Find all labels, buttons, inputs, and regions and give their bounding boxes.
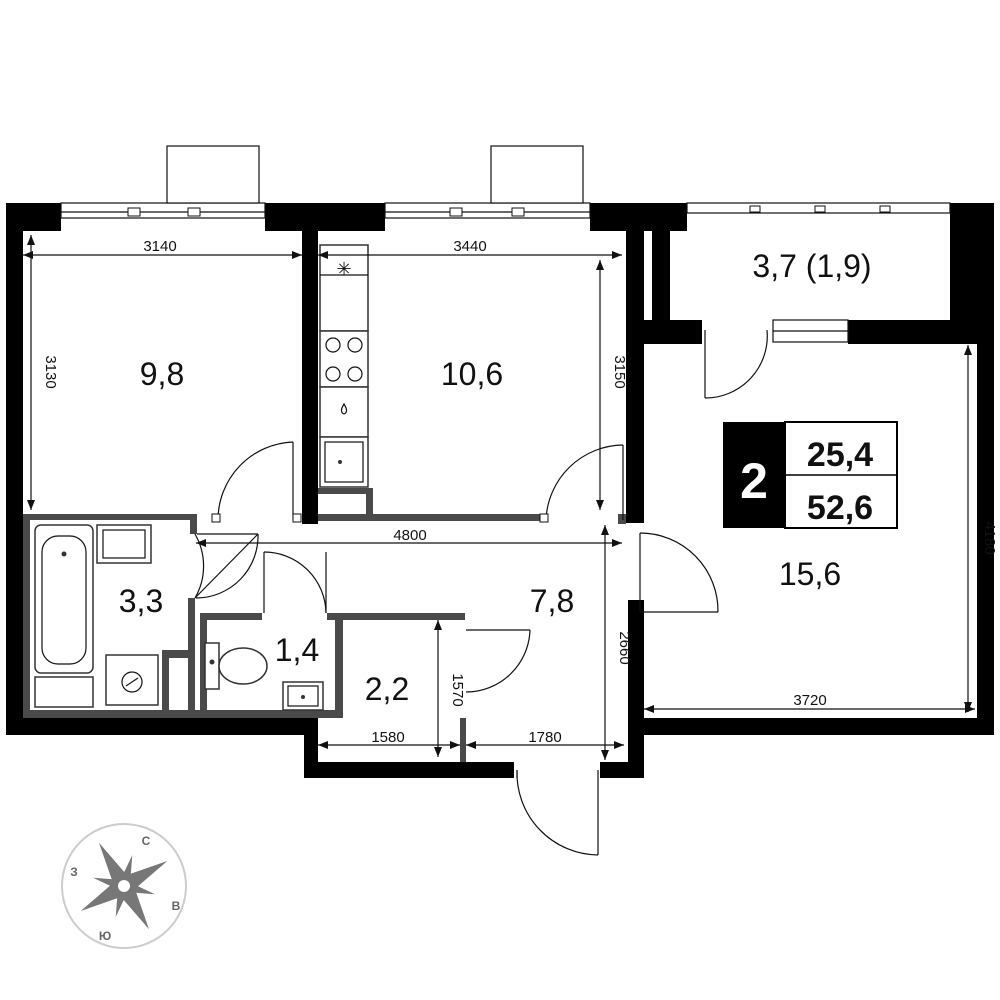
room-area-hall: 7,8	[530, 583, 574, 619]
dim-hall-height: 2660	[616, 631, 633, 664]
compass-west: З	[70, 865, 78, 879]
dim-storage-width: 1580	[371, 729, 404, 746]
dimension-lines	[23, 235, 975, 760]
compass-east: В	[172, 899, 181, 913]
compass-south: Ю	[99, 929, 111, 943]
dim-kitchen-width: 3440	[453, 238, 486, 255]
doors	[194, 329, 768, 856]
room-area-living: 15,6	[779, 556, 841, 592]
dim-entry-width: 1780	[528, 729, 561, 746]
room-area-kitchen: 10,6	[441, 356, 503, 392]
kitchen-fixtures: ✳	[319, 244, 369, 488]
room-area-bathroom: 3,3	[119, 583, 163, 619]
svg-text:✳: ✳	[336, 259, 351, 279]
dimension-arrows	[23, 235, 975, 760]
dim-hall-length: 4800	[393, 527, 426, 544]
dim-living-height: 4180	[981, 521, 998, 554]
dim-bedroom-height: 3130	[42, 355, 59, 388]
dim-bedroom-width: 3140	[143, 238, 176, 255]
living-area-value: 25,4	[807, 436, 873, 474]
dim-storage-height: 1570	[449, 673, 466, 706]
room-area-balcony: 3,7 (1,9)	[752, 248, 871, 284]
total-area-value: 52,6	[807, 489, 873, 527]
room-area-storage: 2,2	[365, 671, 409, 707]
area-badge: 2 25,4 52,6	[723, 421, 898, 529]
rooms-count: 2	[740, 453, 768, 509]
room-area-toilet: 1,4	[275, 632, 319, 668]
windows	[60, 145, 951, 343]
dim-living-width: 3720	[793, 692, 826, 709]
dim-kitchen-height: 3150	[611, 355, 628, 388]
room-area-bedroom: 9,8	[140, 356, 184, 392]
compass-rose-icon: С З В Ю	[61, 823, 187, 949]
rooms-count-box	[723, 422, 785, 528]
compass-north: С	[142, 834, 151, 848]
exterior-walls	[6, 203, 994, 778]
bathroom-fixtures	[34, 524, 324, 711]
interior-walls	[23, 488, 626, 762]
